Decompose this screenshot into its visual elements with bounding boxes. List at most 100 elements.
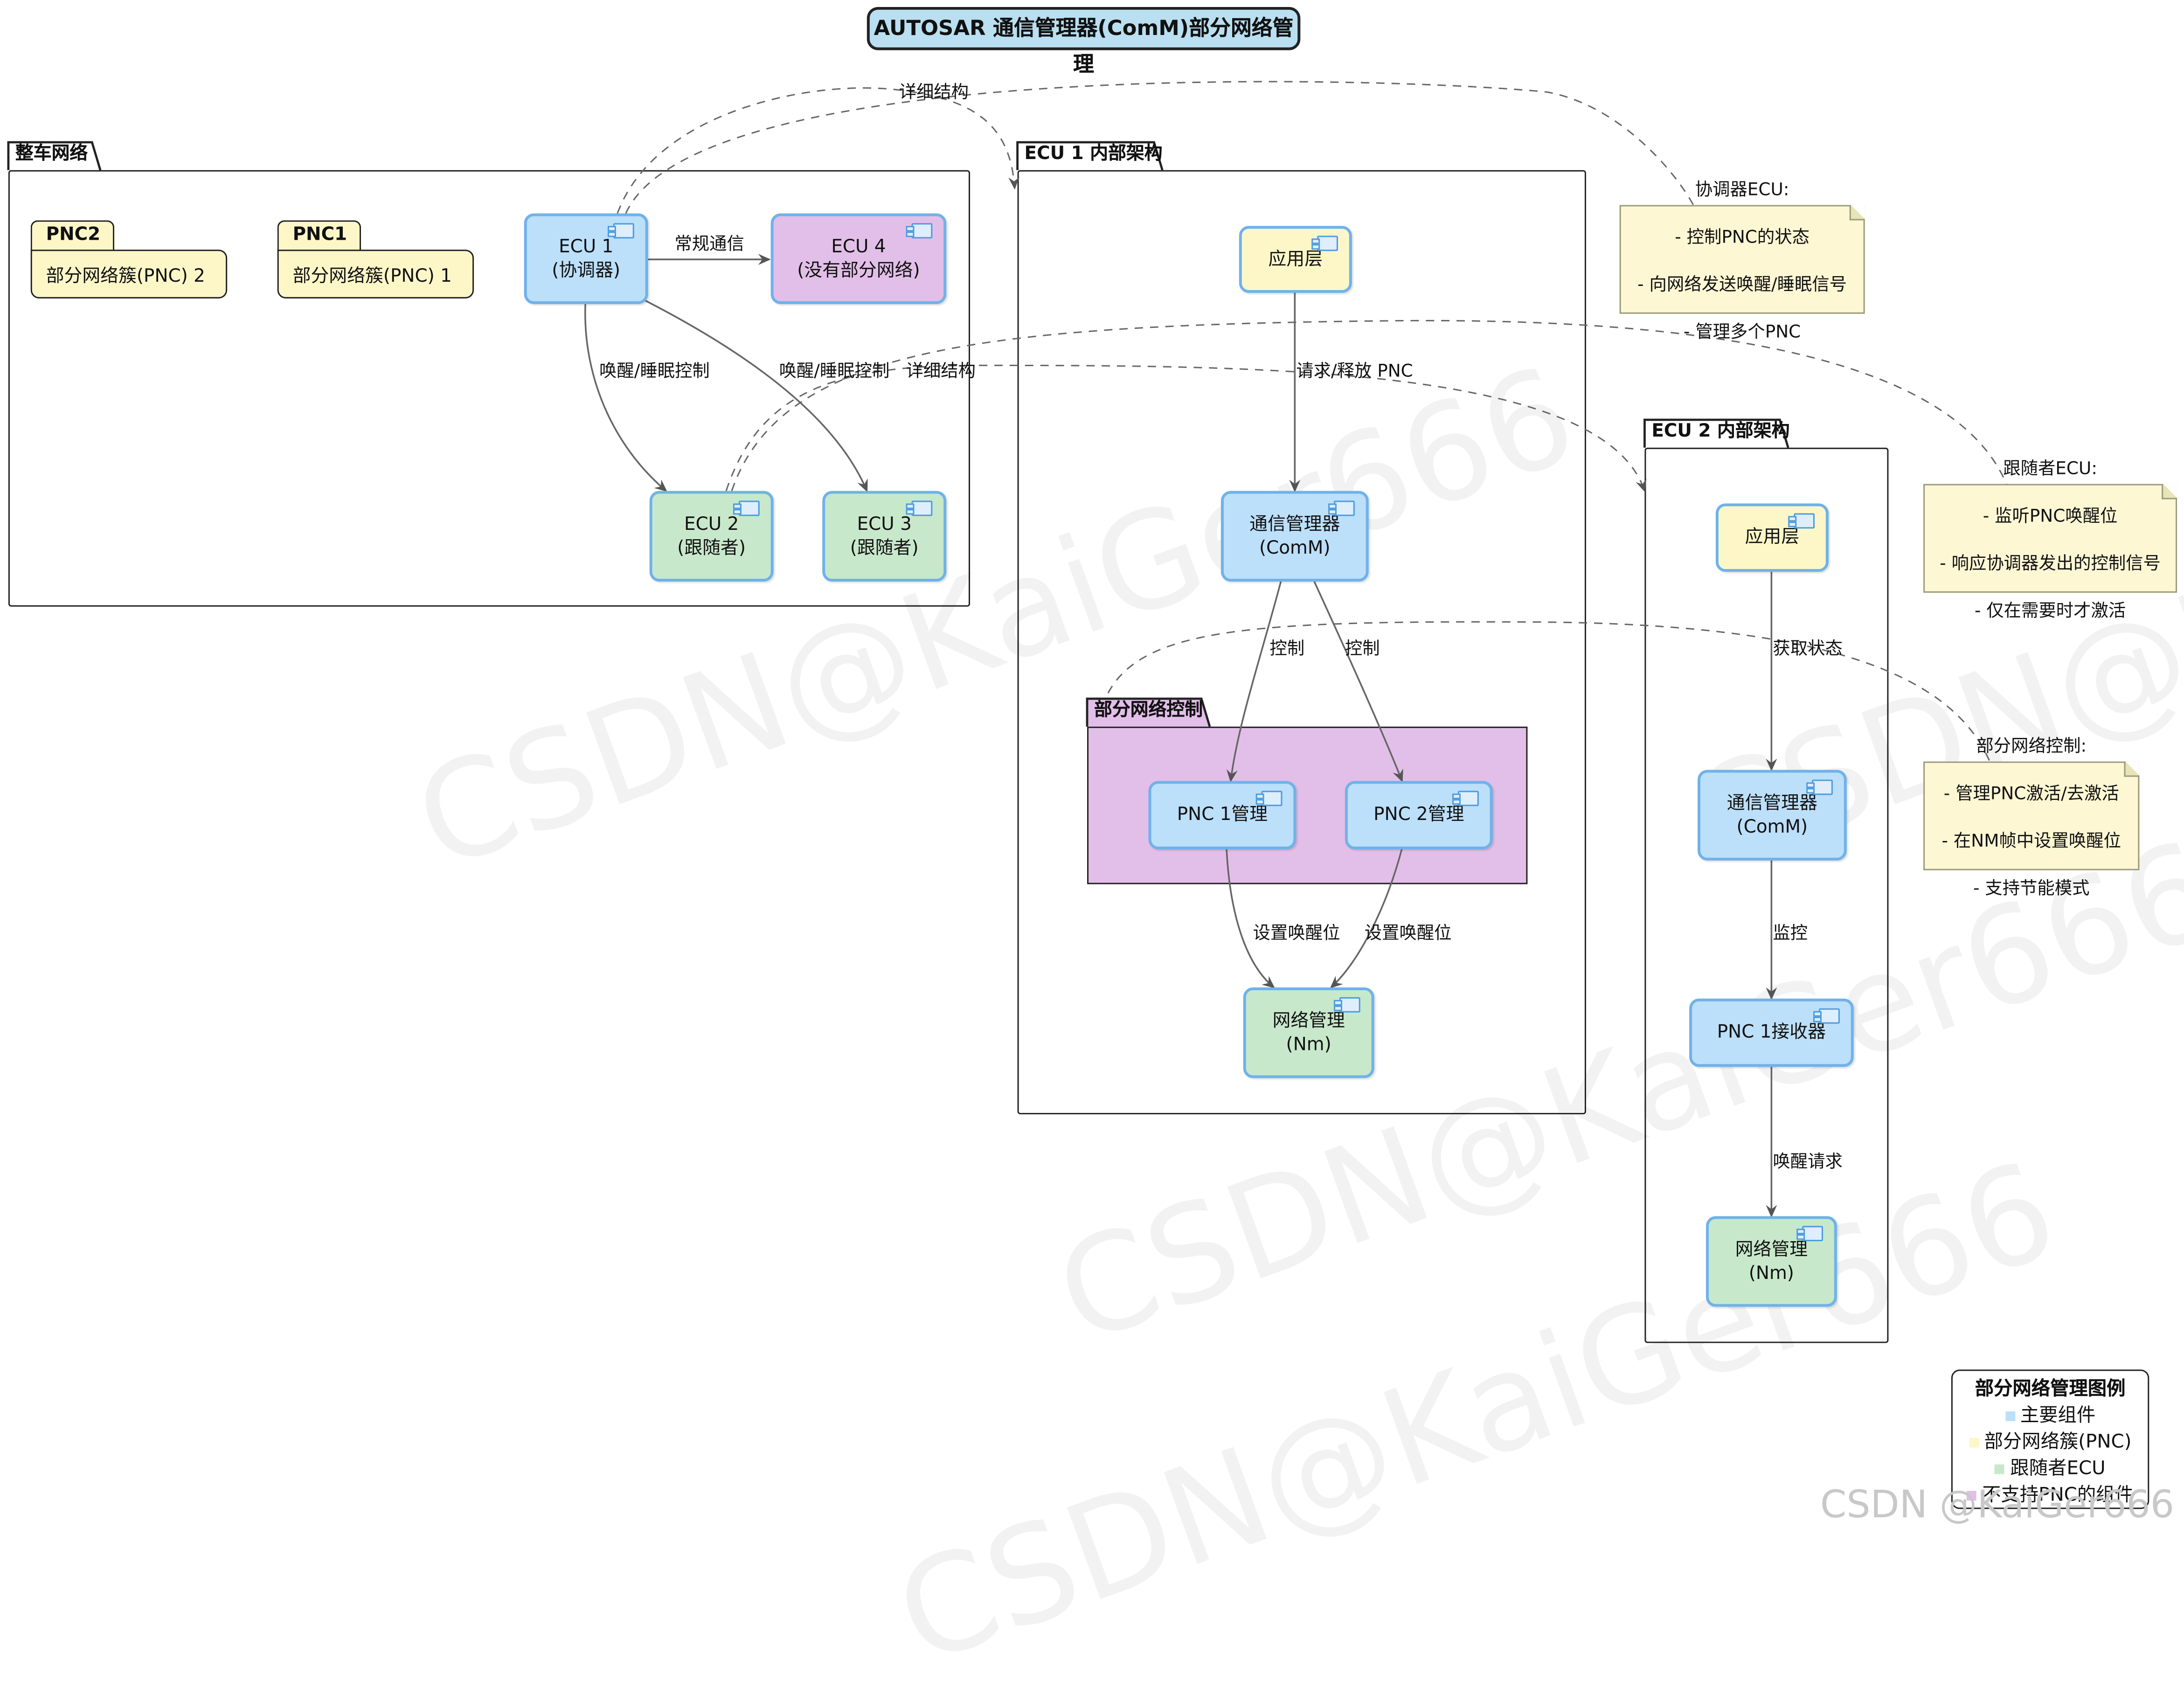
node-line: PNC 1管理	[1177, 805, 1268, 826]
ecu2-network-management: 网络管理 (Nm)	[1706, 1216, 1837, 1307]
note-pnc-control: 部分网络控制: - 管理PNC激活/去激活 - 在NM帧中设置唤醒位 - 支持节…	[1923, 734, 2140, 897]
note-line: 部分网络控制:	[1976, 734, 2087, 756]
ecu2-comm-manager: 通信管理器(ComM)	[1698, 770, 1847, 861]
ecu1-architecture-frame	[1017, 170, 1586, 1115]
note-coordinator: 协调器ECU: - 控制PNC的状态 - 向网络发送唤醒/睡眠信号 - 管理多个…	[1619, 178, 1865, 341]
ecu1-coordinator-node: ECU 1 (协调器)	[524, 213, 648, 304]
node-line: (ComM)	[1259, 537, 1331, 559]
note-line: - 控制PNC的状态	[1675, 225, 1810, 246]
legend-label: 不支持PNC的组件	[1982, 1484, 2134, 1507]
label-normal-comm: 常规通信	[674, 233, 744, 254]
edges-layer	[584, 81, 2008, 1218]
ecu2-application-layer: 应用层	[1715, 503, 1829, 572]
legend-title: 部分网络管理图例	[1975, 1378, 2126, 1401]
component-icon	[1788, 513, 1815, 529]
legend-swatch	[1967, 1490, 1977, 1500]
node-line: (跟随者)	[677, 537, 746, 559]
ecu1-pnc2-manager: PNC 2管理	[1345, 781, 1493, 849]
component-icon	[906, 500, 933, 516]
label-control-1: 控制	[1269, 637, 1305, 659]
node-line: 应用层	[1268, 249, 1323, 270]
component-icon	[1328, 500, 1355, 516]
ecu1-pnc1-manager: PNC 1管理	[1148, 781, 1297, 849]
ecu1-network-management: 网络管理(Nm)	[1243, 987, 1374, 1078]
note-line: - 向网络发送唤醒/睡眠信号	[1637, 272, 1847, 294]
ecu1-architecture-label: ECU 1 内部架构	[1024, 143, 1163, 165]
node-line: 网络管理	[1272, 1010, 1345, 1032]
edge-control-pnc2	[1313, 581, 1403, 783]
node-line: ECU 4	[831, 236, 886, 257]
credit-watermark: CSDN @KaiGer666	[1820, 1484, 2175, 1528]
label-req-release: 请求/释放 PNC	[1296, 360, 1413, 381]
label-control-2: 控制	[1345, 637, 1380, 659]
note-link-follower	[731, 320, 2008, 491]
note-line: - 在NM帧中设置唤醒位	[1941, 829, 2121, 850]
note-line: 跟随者ECU:	[2003, 457, 2097, 478]
node-line: (Nm)	[1286, 1034, 1331, 1055]
legend-swatch	[1969, 1437, 1979, 1447]
edge-detail-ecu2	[725, 364, 1647, 493]
node-line: (Nm)	[1748, 1263, 1795, 1284]
pnc1-package: 部分网络簇(PNC) 1	[277, 250, 474, 299]
pnc2-package-tab: PNC2	[30, 220, 115, 251]
legend-item-no-pnc: 不支持PNC的组件	[1953, 1482, 2148, 1509]
legend-item-follower: 跟随者ECU	[1953, 1456, 2148, 1483]
label-monitor: 监控	[1773, 922, 1808, 943]
node-line: ECU 1	[559, 236, 614, 257]
node-line: (没有部分网络)	[797, 260, 920, 281]
legend-label: 部分网络簇(PNC)	[1984, 1431, 2132, 1453]
note-follower: 跟随者ECU: - 监听PNC唤醒位 - 响应协调器发出的控制信号 - 仅在需要…	[1923, 457, 2177, 620]
note-link-coordinator	[625, 81, 1694, 214]
edge-control-pnc1	[1226, 581, 1282, 783]
node-line: 通信管理器	[1249, 514, 1340, 535]
legend-label: 跟随者ECU	[2010, 1457, 2106, 1480]
note-line: - 监听PNC唤醒位	[1983, 504, 2118, 525]
node-line: 网络管理	[1735, 1239, 1808, 1260]
diagram-title: AUTOSAR 通信管理器(ComM)部分网络管理	[867, 7, 1301, 76]
component-icon	[1334, 997, 1360, 1013]
node-line: 通信管理器	[1726, 792, 1818, 814]
note-link-pnc-control	[1107, 621, 1991, 764]
ecu2-architecture-frame	[1644, 447, 1889, 1343]
node-line: 应用层	[1745, 527, 1800, 549]
note-line: - 仅在需要时才激活	[1974, 599, 2126, 620]
legend-item-main: 主要组件	[1953, 1403, 2148, 1430]
legend: 部分网络管理图例 主要组件 部分网络簇(PNC) 跟随者ECU 不支持PNC的组…	[1951, 1369, 2149, 1509]
note-line: 协调器ECU:	[1695, 178, 1789, 199]
component-icon	[1796, 1226, 1823, 1242]
label-wake-request: 唤醒请求	[1773, 1150, 1843, 1172]
node-line: ECU 3	[857, 514, 912, 535]
note-line: - 支持节能模式	[1973, 876, 2090, 898]
ecu2-pnc1-receiver: PNC 1接收器	[1689, 998, 1854, 1067]
ecu2-follower-node: ECU 2(跟随者)	[649, 491, 774, 582]
legend-label: 主要组件	[2020, 1404, 2096, 1427]
ecu4-node: ECU 4 (没有部分网络)	[770, 213, 947, 304]
label-get-state: 获取状态	[1773, 637, 1843, 659]
diagram-canvas: CSDN@KaiGer666 CSDN@KaiGer666 CSDN@KaiGe…	[7, 7, 2184, 1695]
label-wake-sleep-1: 唤醒/睡眠控制	[599, 360, 710, 381]
node-line: (协调器)	[552, 260, 621, 281]
legend-swatch	[1995, 1464, 2005, 1473]
label-detail-2: 详细结构	[906, 360, 976, 381]
frame-tabs-layer	[7, 141, 1789, 727]
component-icon	[1806, 779, 1833, 795]
label-set-wake-2: 设置唤醒位	[1364, 922, 1452, 943]
component-icon	[906, 223, 933, 239]
legend-swatch	[2004, 1410, 2015, 1421]
ecu2-architecture-label: ECU 2 内部架构	[1651, 421, 1790, 442]
node-line: PNC 2管理	[1373, 805, 1464, 826]
ecu1-application-layer: 应用层	[1239, 226, 1352, 293]
vehicle-network-label: 整车网络	[15, 143, 88, 165]
component-icon	[1813, 1008, 1840, 1024]
edge-wake-sleep-ecu3	[643, 299, 868, 493]
pnc1-package-tab: PNC1	[277, 220, 361, 251]
component-icon	[1311, 236, 1338, 251]
node-line: (ComM)	[1736, 816, 1808, 838]
legend-item-pnc: 部分网络簇(PNC)	[1953, 1430, 2148, 1456]
component-icon	[1452, 791, 1479, 806]
node-line: (跟随者)	[850, 537, 919, 559]
vehicle-network-frame	[8, 170, 971, 607]
note-line: - 管理多个PNC	[1683, 320, 1801, 341]
component-icon	[733, 500, 760, 516]
note-line: - 响应协调器发出的控制信号	[1940, 551, 2161, 573]
